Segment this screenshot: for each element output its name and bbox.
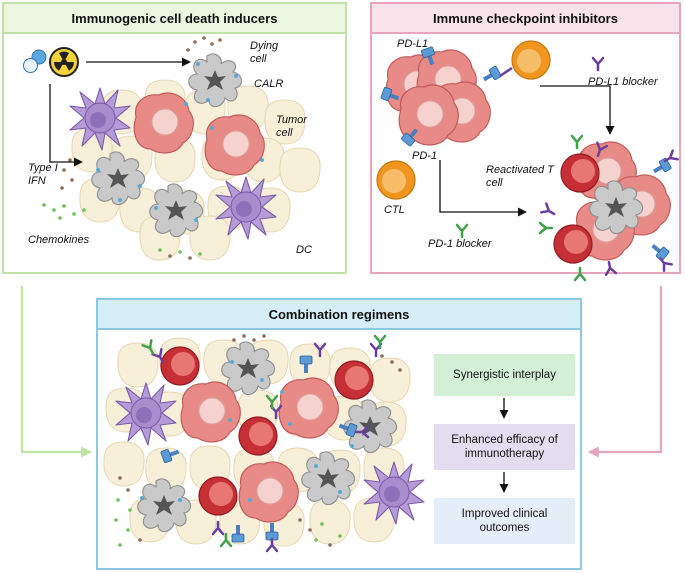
label-reactivated-t-cell: Reactivated T cell [486, 164, 554, 189]
ici-arrow-ctl-to-reactivated [439, 160, 527, 217]
label-chemokines: Chemokines [28, 234, 90, 246]
outcome-improved-outcomes: Improved clinical outcomes [434, 498, 575, 544]
ici-arrow-to-reactivated [540, 85, 615, 135]
combination-calr-dots [140, 360, 354, 502]
label-tumor-cell: Tumor cell [276, 114, 307, 139]
outcome-improved-outcomes-text: Improved clinical outcomes [461, 508, 548, 534]
label-dc: DC [296, 244, 312, 256]
ici-tumor-cluster [385, 49, 491, 146]
combination-secreted-dots [114, 334, 402, 547]
icd-secreted-dots [42, 36, 222, 260]
arrow-icd-to-combination [20, 286, 93, 458]
outcome-synergistic-interplay-text: Synergistic interplay [453, 369, 556, 381]
label-calr: CALR [254, 78, 284, 90]
label-pd-l1-blocker: PD-L1 blocker [588, 76, 658, 88]
outcome-synergistic-interplay: Synergistic interplay [434, 354, 575, 396]
label-type-i-ifn: Type I IFN [28, 162, 58, 187]
capsule-icon [22, 49, 47, 74]
radiation-icon [49, 47, 79, 77]
ici-reactivated-cluster [538, 134, 679, 282]
outcome-enhanced-efficacy-text: Enhanced efficacy of immunotherapy [451, 434, 558, 460]
ici-pd1-bond [499, 66, 513, 78]
pd-1-blocker-icon [455, 223, 469, 239]
ici-panel-title: Immune checkpoint inhibitors [372, 4, 679, 34]
combination-panel-title: Combination regimens [98, 300, 580, 330]
icd-calr-dots [96, 62, 264, 222]
icd-arrow-to-release [49, 84, 83, 167]
label-pd-1-blocker: PD-1 blocker [428, 238, 492, 250]
ici-ctl-cell [376, 160, 416, 200]
arrow-ici-to-combination [587, 286, 663, 458]
pd-l1-blocker-icon [591, 56, 605, 72]
icd-panel-title: Immunogenic cell death inducers [4, 4, 345, 34]
ici-ctl-top [511, 40, 551, 80]
outcome-enhanced-efficacy: Enhanced efficacy of immunotherapy [434, 424, 575, 470]
label-ctl: CTL [384, 204, 405, 216]
label-dying-cell: Dying cell [250, 40, 279, 65]
label-pd-l1: PD-L1 [397, 38, 429, 50]
label-pd-1: PD-1 [412, 150, 438, 162]
